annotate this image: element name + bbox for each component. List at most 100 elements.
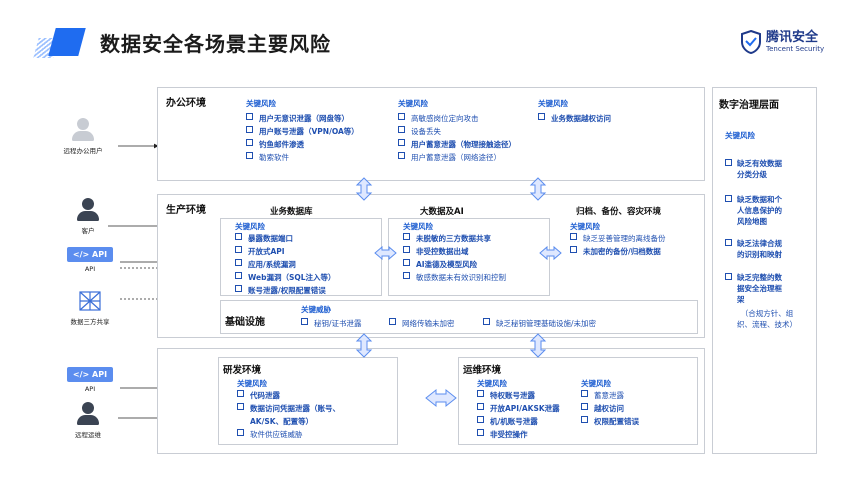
brand-logo: 腾讯安全 Tencent Security [740,30,824,54]
risk-item: 业务数据越权访问 [538,112,611,125]
key-risk-label: 关键风险 [403,222,433,231]
dev-ops-panel: 研发环境 关键风险 代码泄露 数据访问凭据泄露（账号、 AK/SK、配置等） 软… [157,348,705,454]
ops-env-box: 运维环境 关键风险 特权账号泄露 开放API/AKSK泄露 机/机账号泄露 非受… [458,357,698,445]
risk-item: 暴露数据端口 [235,232,336,245]
key-threat-label: 关键威胁 [301,305,331,314]
risk-item: 应用/系统漏洞 [235,258,336,271]
risk-item: 开放式API [235,245,336,258]
key-risk-label: 关键风险 [725,131,755,140]
api-badge: </> API [66,367,114,382]
risk-item: 代码泄露 [237,389,340,402]
office-env-panel: 办公环境 关键风险 用户无意识泄露（网盘等） 用户账号泄露（VPN/OA等） 钓… [157,87,705,181]
key-risk-label: 关键风险 [246,99,276,108]
risk-item: 权限配置错误 [581,415,639,428]
key-risk-label: 关键风险 [477,379,507,388]
api-actor-2: </> API API [60,367,120,393]
risk-item: 用户账号泄露（VPN/OA等） [246,125,359,138]
risk-item: 用户蓄意泄露（物理接触途径） [398,138,516,151]
shield-icon [741,30,761,54]
risk-item: 用户无意识泄露（网盘等） [246,112,359,125]
double-arrow-biz-bigdata [374,245,397,261]
infra-title: 基础设施 [225,317,265,328]
archive-title: 归档、备份、容灾环境 [576,207,662,217]
risk-item: 越权访问 [581,402,639,415]
risk-item: 非受控数据出域 [403,245,506,258]
biz-db-box: 关键风险 暴露数据端口 开放式API 应用/系统漏洞 Web漏洞（SQL注入等）… [220,218,382,296]
key-risk-label: 关键风险 [237,379,267,388]
governance-title: 数字治理层面 [719,100,779,111]
third-party-share-actor: 数据三方共享 [55,290,125,326]
key-risk-label: 关键风险 [235,222,265,231]
risk-item: 开放API/AKSK泄露 [477,402,560,415]
actor-label: API [84,265,96,273]
page-title: 数据安全各场景主要风险 [100,32,331,56]
risk-item: 缺乏秘钥管理基础设施/未加密 [483,317,596,330]
archive-box: 关键风险 缺乏妥善管理的离线备份 未加密的备份/归档数据 [570,221,666,258]
risk-item: 秘钥/证书泄露 [301,317,362,330]
risk-item: 软件供应链威胁 [237,428,340,441]
risk-item: 特权账号泄露 [477,389,560,402]
risk-item: 未脱敏的三方数据共享 [403,232,506,245]
gov-risk-4: 缺乏完整的数 据安全治理框 架 [725,272,782,305]
office-col-2: 关键风险 高敏感岗位定向攻击 设备丢失 用户蓄意泄露（物理接触途径） 用户蓄意泄… [398,98,516,164]
gov-risk-1: 缺乏有效数据 分类分级 [725,158,782,180]
key-risk-label: 关键风险 [581,379,611,388]
actor-label: API [84,385,96,393]
risk-item: Web漏洞（SQL注入等） [235,271,336,284]
key-risk-label: 关键风险 [538,99,568,108]
dev-env-box: 研发环境 关键风险 代码泄露 数据访问凭据泄露（账号、 AK/SK、配置等） 软… [218,357,398,445]
risk-item-cont: AK/SK、配置等） [250,417,314,426]
double-arrow-bigdata-archive [539,245,562,261]
actor-label: 远程运维 [75,431,101,439]
risk-item: 账号泄露/权限配置错误 [235,284,336,297]
risk-item: 钓鱼邮件渗透 [246,138,359,151]
risk-item: 勒索软件 [246,151,359,164]
risk-item: 敏感数据未有效识别和控制 [403,271,506,284]
office-col-1: 关键风险 用户无意识泄露（网盘等） 用户账号泄露（VPN/OA等） 钓鱼邮件渗透… [246,98,359,164]
office-title: 办公环境 [166,98,206,109]
actor-label: 数据三方共享 [70,318,110,326]
double-arrow-prod-ops [529,333,547,358]
risk-item: 高敏感岗位定向攻击 [398,112,516,125]
gov-note: （合规方针、组 织、流程、技术） [737,309,797,329]
double-arrow-prod-dev [355,333,373,358]
double-arrow-office-prod-1 [355,177,373,201]
risk-item: 蓄意泄露 [581,389,639,402]
customer-actor: 客户 [68,198,108,235]
brand-sub: Tencent Security [766,45,825,53]
remote-office-user-actor: 远程办公用户 [48,118,118,155]
double-arrow-office-prod-2 [529,177,547,201]
user-icon [82,198,94,210]
network-icon [79,291,101,311]
remote-ops-actor: 远程运维 [58,402,118,439]
risk-item: 设备丢失 [398,125,516,138]
ops-title: 运维环境 [463,365,502,376]
user-icon [82,402,94,414]
brand-name: 腾讯安全 [766,30,819,45]
risk-item: 数据访问凭据泄露（账号、 [237,402,340,415]
actor-label: 客户 [81,227,95,235]
risk-item: 用户蓄意泄露（网络途径） [398,151,516,164]
biz-db-title: 业务数据库 [270,207,313,217]
bigdata-title: 大数据及AI [420,207,464,217]
double-arrow-dev-ops [425,388,457,408]
dev-title: 研发环境 [223,365,262,376]
production-title: 生产环境 [166,205,206,216]
gov-risk-3: 缺乏法律合规 的识别和映射 [725,238,782,260]
key-risk-label: 关键风险 [398,99,428,108]
infra-box: 基础设施 关键威胁 秘钥/证书泄露 网络传输未加密 缺乏秘钥管理基础设施/未加密 [220,300,698,334]
api-badge: </> API [66,247,114,262]
risk-item: 网络传输未加密 [389,317,455,330]
risk-item: 缺乏妥善管理的离线备份 [570,232,666,245]
risk-item: 非受控操作 [477,428,560,441]
governance-panel: 数字治理层面 关键风险 缺乏有效数据 分类分级 缺乏数据和个 人信息保护的 风险… [712,87,817,454]
gov-risk-2: 缺乏数据和个 人信息保护的 风险地图 [725,194,782,227]
risk-item: 未加密的备份/归档数据 [570,245,666,258]
user-icon [77,118,89,130]
risk-item: AI滥德及模型风险 [403,258,506,271]
key-risk-label: 关键风险 [570,222,600,231]
api-actor-1: </> API API [60,247,120,273]
actor-label: 远程办公用户 [63,147,103,155]
risk-item: 机/机账号泄露 [477,415,560,428]
